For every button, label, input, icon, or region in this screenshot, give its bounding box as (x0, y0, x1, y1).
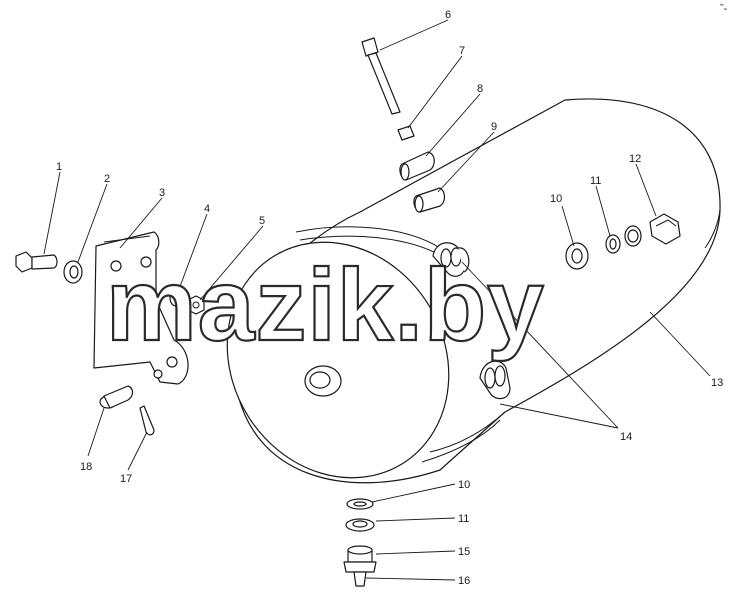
callout-1: 1 (56, 161, 62, 173)
callout-5: 5 (259, 215, 265, 227)
part-17-cotter-pin (139, 405, 155, 436)
part-11-ring-right (624, 225, 642, 247)
part-16-valve-stem (353, 571, 367, 587)
part-7-sleeve (397, 125, 415, 141)
callout-10-right: 10 (550, 193, 562, 205)
part-8-bushing (399, 151, 435, 181)
part-10-washer-bottom (346, 498, 374, 510)
part-14-clamp-upper (432, 242, 470, 277)
part-4-lock-washer (169, 289, 183, 307)
callout-18: 18 (80, 461, 92, 473)
callout-11-right: 11 (590, 175, 601, 187)
callout-16: 16 (458, 575, 470, 587)
part-5-nut (187, 295, 205, 315)
watermark-text: mazik.by (106, 248, 545, 362)
part-2-washer (63, 260, 83, 284)
part-10-washer-right (565, 242, 589, 270)
callout-2: 2 (104, 173, 110, 185)
callout-4: 4 (204, 203, 210, 215)
callout-14: 14 (620, 431, 632, 443)
callout-11-bottom: 11 (458, 513, 469, 525)
part-14-clamp-lower (479, 360, 511, 400)
callout-13: 13 (711, 377, 723, 389)
callout-9: 9 (491, 121, 497, 133)
part-1-bolt (15, 251, 58, 273)
callout-3: 3 (159, 187, 165, 199)
part-9-bushing (413, 187, 446, 213)
part-11-ring-bottom (345, 518, 375, 532)
leader-lines (43, 19, 711, 581)
corner-mark: ˇ‐ (720, 3, 728, 15)
part-18-clevis-pin (99, 385, 134, 409)
part-3-bracket (93, 231, 189, 385)
callout-17: 17 (120, 473, 132, 485)
callout-15: 15 (458, 546, 470, 558)
callout-10-bottom: 10 (458, 479, 470, 491)
part-12-plug (649, 213, 681, 245)
part-15-plug-bottom (343, 545, 377, 573)
part-6-pin (361, 37, 401, 115)
callout-12: 12 (629, 153, 641, 165)
callout-8: 8 (477, 83, 483, 95)
callout-7: 7 (459, 45, 465, 57)
callout-labels: 1 2 3 4 5 6 7 8 9 10 11 12 13 14 10 11 1… (56, 3, 728, 587)
part-10-gasket-right (605, 234, 621, 254)
callout-6: 6 (445, 9, 451, 21)
